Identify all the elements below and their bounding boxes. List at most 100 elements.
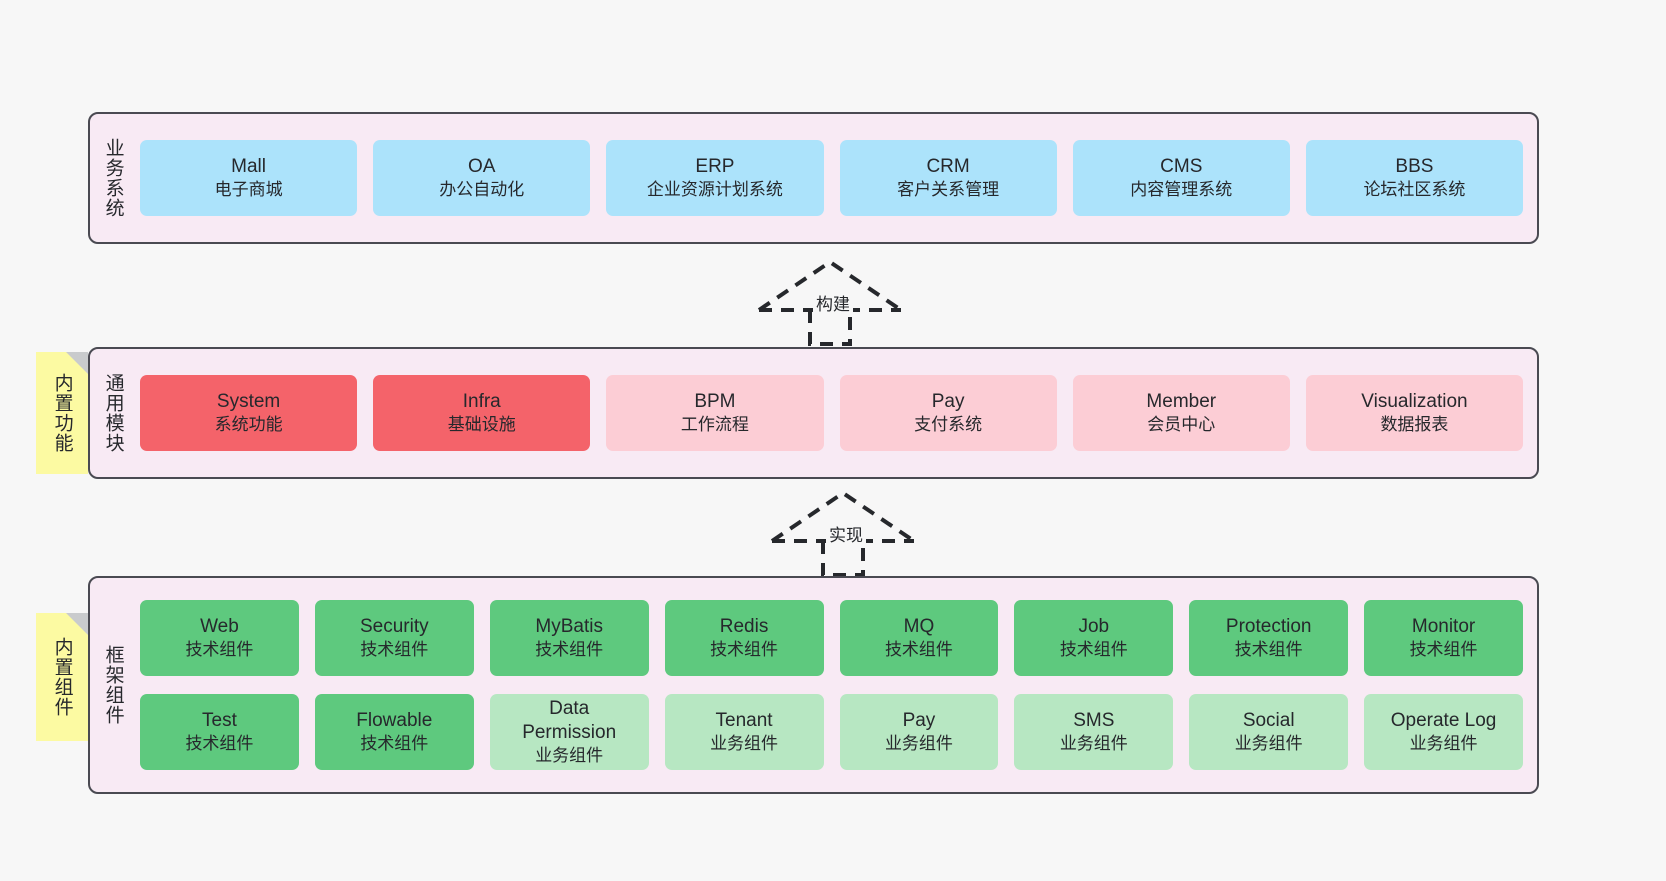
node-subtitle: 数据报表	[1380, 415, 1449, 435]
node-name: BPM	[694, 391, 736, 413]
node-subtitle: 技术组件	[185, 734, 254, 754]
node-row: Mall 电子商城 OA 办公自动化 ERP 企业资源计划系统 CRM 客户关系…	[140, 140, 1524, 216]
layer-common-modules: 通用模块 System 系统功能 Infra 基础设施 BPM 工作流程 Pay…	[88, 347, 1539, 479]
node-subtitle: 基础设施	[447, 415, 516, 435]
node-subtitle: 技术组件	[884, 640, 953, 660]
node-subtitle: 客户关系管理	[897, 180, 1000, 200]
node-name: Flowable	[356, 710, 433, 732]
node-name: SMS	[1073, 710, 1115, 732]
node-row: Web 技术组件 Security 技术组件 MyBatis 技术组件 Redi…	[140, 600, 1523, 676]
node-social[interactable]: Social 业务组件	[1189, 694, 1349, 770]
layer-title-framework: 框架组件	[102, 645, 124, 725]
node-name: Protection	[1225, 616, 1312, 638]
node-name: BBS	[1395, 156, 1434, 178]
node-subtitle: 技术组件	[1234, 640, 1303, 660]
node-subtitle: 技术组件	[1059, 640, 1128, 660]
node-row: System 系统功能 Infra 基础设施 BPM 工作流程 Pay 支付系统…	[140, 375, 1524, 451]
node-pay-module[interactable]: Pay 支付系统	[839, 375, 1057, 451]
node-name: Visualization	[1361, 391, 1468, 413]
node-name: Web	[200, 616, 239, 638]
layer-body-framework: Web 技术组件 Security 技术组件 MyBatis 技术组件 Redi…	[136, 578, 1537, 792]
node-bbs[interactable]: BBS 论坛社区系统	[1305, 140, 1524, 216]
node-name: Job	[1078, 616, 1110, 638]
node-bpm[interactable]: BPM 工作流程	[606, 375, 824, 451]
node-subtitle: 业务组件	[535, 746, 604, 766]
layer-title-business: 业务系统	[102, 138, 124, 218]
node-subtitle: 技术组件	[360, 640, 429, 660]
sticky-note-label: 内置组件	[51, 637, 73, 717]
node-name: Security	[359, 616, 429, 638]
node-name: Infra	[462, 391, 501, 413]
node-sms[interactable]: SMS 业务组件	[1014, 694, 1174, 770]
node-crm[interactable]: CRM 客户关系管理	[839, 140, 1057, 216]
layer-framework-components: 框架组件 Web 技术组件 Security 技术组件 MyBatis 技术组件…	[88, 576, 1539, 794]
node-mq[interactable]: MQ 技术组件	[839, 600, 999, 676]
node-subtitle: 业务组件	[710, 734, 779, 754]
node-name: System	[216, 391, 281, 413]
node-subtitle: 内容管理系统	[1130, 180, 1233, 200]
node-name: MyBatis	[535, 616, 603, 638]
node-infra[interactable]: Infra 基础设施	[373, 375, 591, 451]
node-name: MQ	[903, 616, 935, 638]
node-name: OA	[468, 156, 496, 178]
node-name: Redis	[719, 616, 769, 638]
node-operate-log[interactable]: Operate Log 业务组件	[1364, 694, 1523, 770]
node-subtitle: 论坛社区系统	[1363, 180, 1466, 200]
node-subtitle: 系统功能	[214, 415, 283, 435]
node-name: Monitor	[1411, 616, 1476, 638]
layer-title-common: 通用模块	[102, 373, 124, 453]
node-name: Data Permission	[522, 698, 617, 744]
sticky-note-builtin-components: 内置组件	[36, 613, 88, 741]
node-data-permission[interactable]: Data Permission 业务组件	[489, 694, 649, 770]
node-subtitle: 业务组件	[884, 734, 953, 754]
connector-build-arrow: 构建	[755, 258, 905, 346]
node-name: CRM	[926, 156, 970, 178]
node-mall[interactable]: Mall 电子商城	[140, 140, 358, 216]
node-test[interactable]: Test 技术组件	[140, 694, 299, 770]
node-row: Test 技术组件 Flowable 技术组件 Data Permission …	[140, 694, 1523, 770]
node-security[interactable]: Security 技术组件	[314, 600, 474, 676]
layer-business-systems: 业务系统 Mall 电子商城 OA 办公自动化 ERP 企业资源计划系统 CRM…	[88, 112, 1539, 244]
node-visualization[interactable]: Visualization 数据报表	[1305, 375, 1524, 451]
layer-body-common: System 系统功能 Infra 基础设施 BPM 工作流程 Pay 支付系统…	[136, 349, 1537, 477]
node-name: Operate Log	[1390, 710, 1497, 732]
node-subtitle: 业务组件	[1409, 734, 1478, 754]
node-subtitle: 业务组件	[1234, 734, 1303, 754]
node-erp[interactable]: ERP 企业资源计划系统	[606, 140, 824, 216]
node-subtitle: 技术组件	[535, 640, 604, 660]
node-name: Mall	[231, 156, 266, 178]
node-subtitle: 技术组件	[360, 734, 429, 754]
node-name: Tenant	[715, 710, 773, 732]
node-name: CMS	[1160, 156, 1203, 178]
connector-implement-arrow: 实现	[768, 489, 918, 577]
node-name: Test	[202, 710, 237, 732]
node-cms[interactable]: CMS 内容管理系统	[1072, 140, 1290, 216]
node-subtitle: 工作流程	[680, 415, 749, 435]
node-name: Pay	[902, 710, 936, 732]
node-protection[interactable]: Protection 技术组件	[1189, 600, 1349, 676]
node-name: Pay	[931, 391, 965, 413]
node-subtitle: 技术组件	[710, 640, 779, 660]
node-flowable[interactable]: Flowable 技术组件	[314, 694, 474, 770]
node-web[interactable]: Web 技术组件	[140, 600, 299, 676]
node-subtitle: 电子商城	[214, 180, 283, 200]
node-name: ERP	[695, 156, 735, 178]
node-pay-component[interactable]: Pay 业务组件	[839, 694, 999, 770]
node-system[interactable]: System 系统功能	[140, 375, 358, 451]
node-oa[interactable]: OA 办公自动化	[373, 140, 591, 216]
node-mybatis[interactable]: MyBatis 技术组件	[489, 600, 649, 676]
node-tenant[interactable]: Tenant 业务组件	[664, 694, 824, 770]
node-monitor[interactable]: Monitor 技术组件	[1364, 600, 1523, 676]
node-name: Social	[1242, 710, 1295, 732]
node-subtitle: 支付系统	[914, 415, 983, 435]
sticky-note-builtin-features: 内置功能	[36, 352, 88, 474]
node-subtitle: 企业资源计划系统	[646, 180, 783, 200]
node-member[interactable]: Member 会员中心	[1072, 375, 1290, 451]
connector-build-label: 构建	[813, 290, 853, 315]
node-redis[interactable]: Redis 技术组件	[664, 600, 824, 676]
node-subtitle: 办公自动化	[439, 180, 525, 200]
node-subtitle: 会员中心	[1147, 415, 1216, 435]
node-subtitle: 业务组件	[1059, 734, 1128, 754]
node-job[interactable]: Job 技术组件	[1014, 600, 1174, 676]
